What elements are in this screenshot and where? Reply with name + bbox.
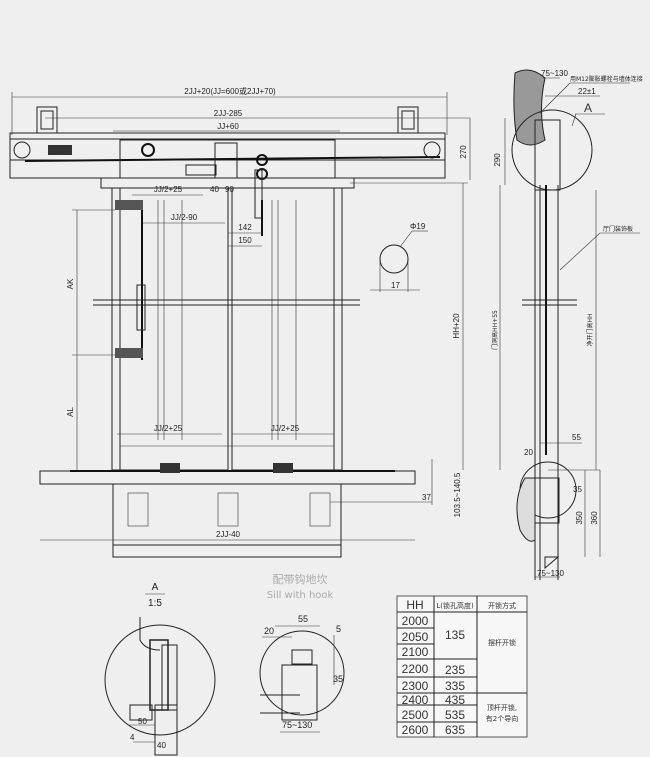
- dim-20: 20: [524, 448, 533, 457]
- dim-overall-width: 2JJ+20(JJ=600或2JJ+70): [184, 86, 276, 96]
- dim-total-height: HH+20: [452, 313, 461, 339]
- detail-a-scale: 1:5: [148, 598, 162, 609]
- dim-hole-dia: Φ19: [410, 222, 426, 231]
- table-cell-hh: 2000: [402, 614, 429, 628]
- dim-hanger-span: 2JJ-285: [214, 109, 243, 118]
- table-cell-hh: 2600: [402, 723, 429, 737]
- table-cell-hh: 2050: [402, 630, 429, 644]
- dim-top-gap: 75~130: [541, 69, 568, 78]
- detail-a: A 1:5 50 4 40: [104, 582, 216, 756]
- table-cell-l: 335: [445, 679, 465, 693]
- dim-150: 150: [238, 236, 252, 245]
- dim-142: 142: [238, 223, 252, 232]
- dim-opening-height: 门洞高HH+55: [491, 310, 499, 350]
- front-view: 2JJ+20(JJ=600或2JJ+70) 2JJ-285 JJ+60 270 …: [9, 86, 471, 558]
- dim-left-panel: JJ/2+25: [154, 424, 183, 433]
- table-cell-hh: 2200: [402, 662, 429, 676]
- dim-sill-55: 55: [298, 614, 308, 624]
- dim-header-height: 270: [459, 145, 468, 159]
- roller-right: [423, 141, 441, 159]
- dim-290: 290: [493, 153, 502, 167]
- dim-half-plus-25-top: JJ/2+25: [154, 185, 183, 194]
- wall-hatch: [513, 69, 546, 146]
- dim-half-minus-90: JJ/2-90: [171, 213, 198, 222]
- table-header-l: L(锁孔高度): [436, 601, 474, 610]
- side-view: 75~130 用M12膨胀螺栓与墙体连接 22±1 A 290 厅门装饰板 门洞…: [491, 69, 643, 580]
- table-cell-hh: 2300: [402, 679, 429, 693]
- table-header-unlock: 开锁方式: [488, 601, 516, 610]
- table-cell-l: 135: [445, 628, 465, 642]
- detail-circle-top: [511, 109, 593, 191]
- caption-cn: 配带钩地坎: [273, 572, 328, 586]
- anchor-note: 用M12膨胀螺栓与墙体连接: [570, 75, 643, 83]
- sill-detail: 55 20 5 35 75~130: [259, 614, 345, 733]
- table-cell-unlock: 顶杆开锁,: [487, 703, 517, 712]
- table-cell-hh: 2500: [402, 708, 429, 722]
- dim-sill-75-130: 75~130: [282, 720, 312, 730]
- sill-support: [112, 483, 342, 558]
- dim-40: 40: [210, 185, 219, 194]
- dim-sill-35: 35: [333, 674, 343, 684]
- dim-track-span: JJ+60: [217, 122, 239, 131]
- section-mark: A: [584, 101, 592, 115]
- hole-icon: [379, 244, 409, 274]
- roller-left: [13, 141, 31, 159]
- dim-360: 360: [590, 511, 599, 525]
- dim-a-40: 40: [157, 741, 166, 750]
- table-cell-l: 635: [445, 723, 465, 737]
- dim-sill-20: 20: [264, 626, 274, 636]
- frame-column-left: [111, 187, 121, 471]
- table-cell-hh: 2100: [402, 645, 429, 659]
- table-header-hh: HH: [406, 598, 423, 612]
- dim-a-50: 50: [138, 717, 147, 726]
- dim-hole-width: 17: [391, 281, 400, 290]
- dim-sill-5: 5: [336, 624, 341, 634]
- dim-22: 22±1: [578, 87, 596, 96]
- pulley-icon: [141, 143, 155, 157]
- dim-al: AL: [66, 407, 75, 417]
- dim-clear-height: 净开门高HH: [586, 313, 594, 346]
- table-cell-unlock: 摆杆开锁: [488, 638, 516, 647]
- dim-a-4: 4: [130, 733, 135, 742]
- table-cell-l: 235: [445, 663, 465, 677]
- hh-table: HH L(锁孔高度) 开锁方式 2000 2050 2100 2200 2300…: [396, 595, 528, 738]
- dim-ak: AK: [66, 278, 75, 289]
- dim-right-panel: JJ/2+25: [271, 424, 300, 433]
- dim-35: 35: [573, 485, 582, 494]
- detail-a-mark: A: [152, 582, 159, 593]
- table-cell-l: 535: [445, 708, 465, 722]
- dim-350: 350: [575, 511, 584, 525]
- nameplate: [48, 145, 72, 155]
- dim-37: 37: [422, 493, 431, 502]
- dim-sill-range: 103.5~140.5: [453, 472, 462, 517]
- dim-55: 55: [572, 433, 581, 442]
- table-cell-hh: 2400: [402, 693, 429, 707]
- table-cell-unlock: 有2个导向: [486, 714, 518, 723]
- dim-90: 90: [225, 185, 234, 194]
- door-panel-label: 厅门装饰板: [603, 225, 633, 233]
- dim-sill-width: 2JJ-40: [216, 530, 241, 539]
- frame-column-right: [333, 187, 343, 471]
- caption-en: Sill with hook: [267, 590, 334, 601]
- dim-bottom-gap: 75~130: [537, 569, 564, 578]
- sill: [39, 470, 416, 485]
- table-cell-l: 435: [445, 693, 465, 707]
